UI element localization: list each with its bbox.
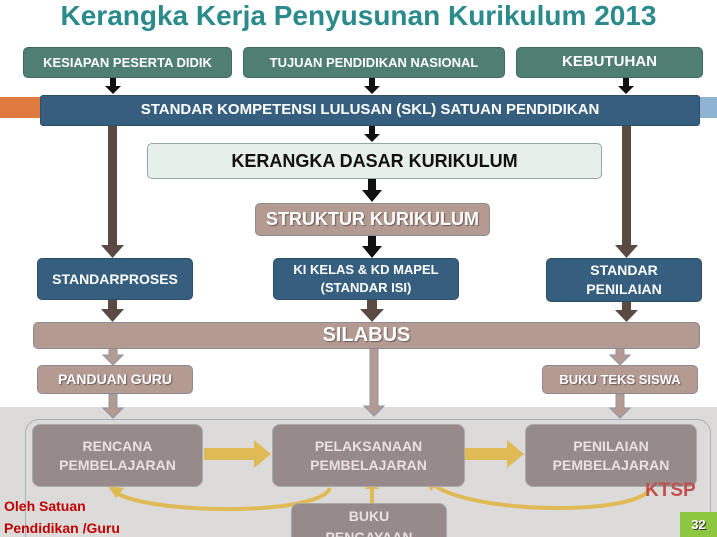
box-standar-proses: STANDARPROSES xyxy=(37,258,193,300)
box-buku-teks-siswa: BUKU TEKS SISWA xyxy=(542,365,698,394)
box-label: STANDAR KOMPETENSI LULUSAN (SKL) SATUAN … xyxy=(140,101,600,119)
box-label: STANDARPROSES xyxy=(52,270,178,287)
box-tujuan-pendidikan-nasional: TUJUAN PENDIDIKAN NASIONAL xyxy=(243,47,505,78)
box-label: PENILAIAN xyxy=(573,437,649,454)
arrow-down-icon xyxy=(615,302,638,322)
box-skl: STANDAR KOMPETENSI LULUSAN (SKL) SATUAN … xyxy=(40,95,700,126)
box-label: BUKU xyxy=(348,508,390,524)
box-panduan-guru: PANDUAN GURU xyxy=(37,365,193,394)
box-label: BUKU TEKS SISWA xyxy=(559,371,681,387)
box-label: PELAKSANAAN xyxy=(314,437,423,454)
box-buku-pengayaan: BUKU PENGAYAAN xyxy=(291,503,447,537)
arrow-down-icon xyxy=(101,300,124,322)
box-label: (STANDAR ISI) xyxy=(320,280,412,295)
box-label: KERANGKA DASAR KURIKULUM xyxy=(231,150,518,171)
arrow-right-icon xyxy=(465,440,524,468)
box-rencana-pembelajaran: RENCANA PEMBELAJARAN xyxy=(32,424,203,487)
arrow-down-icon xyxy=(608,347,632,366)
box-label: KESIAPAN PESERTA DIDIK xyxy=(43,54,212,70)
box-kerangka-dasar: KERANGKA DASAR KURIKULUM xyxy=(147,143,602,179)
arrow-down-icon xyxy=(360,300,384,322)
arrow-down-icon xyxy=(364,126,380,142)
slide-title: Kerangka Kerja Penyusunan Kurikulum 2013 xyxy=(60,0,657,31)
arrow-down-icon xyxy=(615,125,638,258)
box-label: STANDAR xyxy=(590,262,658,279)
box-label: PANDUAN GURU xyxy=(57,371,173,388)
box-label: PEMBELAJARAN xyxy=(59,456,176,473)
arrow-down-icon xyxy=(362,347,386,417)
arrow-down-icon xyxy=(101,393,125,419)
box-label: PEMBELAJARAN xyxy=(310,456,427,473)
ktsp-label: KTSP xyxy=(645,480,696,501)
box-pelaksanaan-pembelajaran: PELAKSANAAN PEMBELAJARAN xyxy=(272,424,465,487)
arrow-right-icon xyxy=(204,440,271,468)
footer-note-line: Pendidikan /Guru xyxy=(4,520,120,536)
box-label: KI KELAS & KD MAPEL xyxy=(293,262,439,278)
box-label: TUJUAN PENDIDIKAN NASIONAL xyxy=(269,54,479,70)
box-label: SILABUS xyxy=(322,324,411,346)
arrow-down-icon xyxy=(362,236,382,258)
box-label: PENGAYAAN xyxy=(325,529,413,537)
arrow-down-icon xyxy=(101,125,124,258)
ktsp-outline xyxy=(25,419,711,537)
box-label: PENILAIAN xyxy=(586,281,662,297)
box-label: STRUKTUR KURIKULUM xyxy=(266,209,479,230)
page-number: 32 xyxy=(680,512,717,537)
box-standar-penilaian: STANDAR PENILAIAN xyxy=(546,258,702,302)
box-label: KEBUTUHAN xyxy=(562,53,657,71)
arrow-down-icon xyxy=(101,347,125,366)
box-struktur-kurikulum: STRUKTUR KURIKULUM xyxy=(255,203,490,236)
curved-arrow xyxy=(117,486,332,512)
arrow-down-icon xyxy=(608,393,632,419)
box-penilaian-pembelajaran: PENILAIAN PEMBELAJARAN xyxy=(525,424,697,487)
arrow-down-icon xyxy=(105,78,121,94)
box-silabus: SILABUS xyxy=(33,322,700,349)
orange-accent-bar xyxy=(0,97,42,118)
arrow-down-icon xyxy=(364,78,380,94)
arrow-down-icon xyxy=(618,78,634,94)
footer-note: Oleh Satuan Pendidikan /Guru xyxy=(4,495,120,537)
box-ki-kd: KI KELAS & KD MAPEL (STANDAR ISI) xyxy=(273,258,459,300)
arrow-down-icon xyxy=(362,178,382,202)
box-label: RENCANA xyxy=(82,437,153,454)
box-kebutuhan: KEBUTUHAN xyxy=(516,47,703,78)
curved-arrow xyxy=(433,484,652,510)
box-label: PEMBELAJARAN xyxy=(552,456,670,473)
arrowhead-icon xyxy=(108,486,124,498)
box-kesiapan-peserta-didik: KESIAPAN PESERTA DIDIK xyxy=(23,47,232,78)
blue-accent-bar xyxy=(698,97,717,118)
footer-note-line: Oleh Satuan xyxy=(4,498,86,514)
